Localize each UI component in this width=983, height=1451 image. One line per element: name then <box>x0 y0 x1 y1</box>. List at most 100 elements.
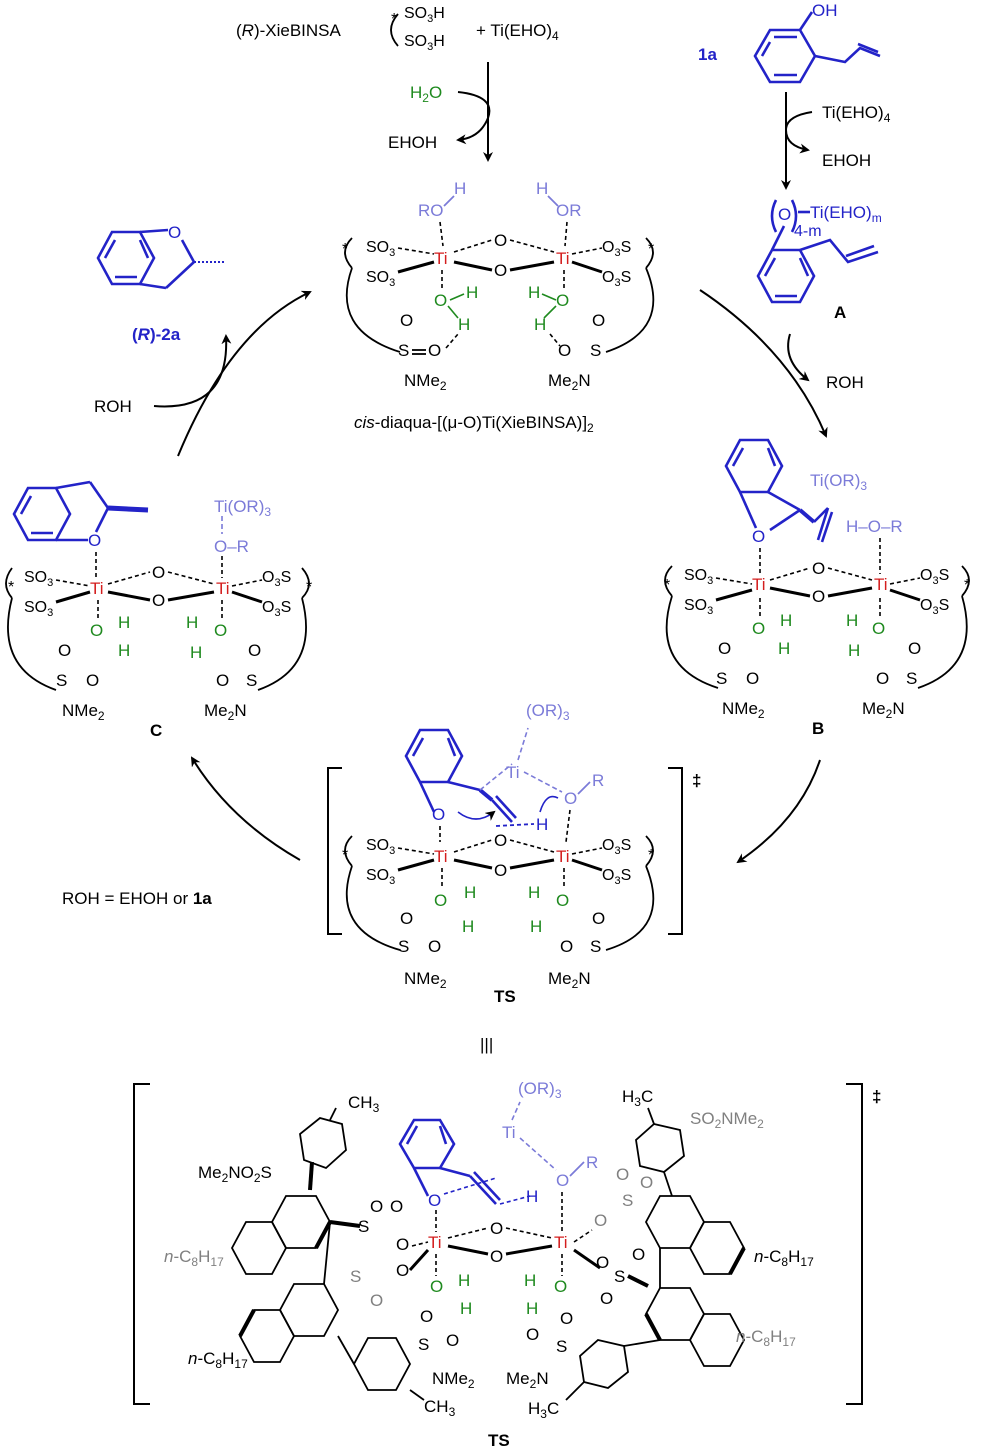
ti-b-left: Ti <box>752 575 766 594</box>
so3-c-2: SO3 <box>24 599 53 619</box>
aqua-o-c-left: O <box>90 621 103 640</box>
s-c-left: S <box>56 671 67 690</box>
ts-aqua-h-4: H <box>530 917 542 936</box>
mu-o-c-top: O <box>152 563 165 582</box>
ts-ti-right: Ti <box>556 847 570 866</box>
ti-c-left: Ti <box>90 579 104 598</box>
or-right: OR <box>556 201 582 220</box>
aqua-h-c-4: H <box>190 643 202 662</box>
o-b-left-right: O <box>746 669 759 688</box>
cycle-arrow-to-b <box>699 289 828 438</box>
s-c-right: S <box>246 671 257 690</box>
ts3d-r: R <box>586 1153 598 1172</box>
ts-h: H <box>536 815 548 834</box>
me2n-c: Me2N <box>204 701 247 723</box>
ts3d-or3: (OR)3 <box>518 1079 562 1101</box>
aqua-h-left-2: H <box>458 315 470 334</box>
me2n-right: Me2N <box>548 371 591 393</box>
paren-left <box>770 199 778 233</box>
ts-ti-left: Ti <box>434 847 448 866</box>
ts-or3: (OR)3 <box>526 701 570 723</box>
o-3d-left-1a: O <box>370 1197 383 1216</box>
ts3d-aqua-h-4: H <box>526 1299 538 1318</box>
o3s-c-2: O3S <box>262 599 291 619</box>
ts-o-r-r: R <box>592 771 604 790</box>
a-to-b-step: ROH <box>699 289 864 438</box>
label-r2a: (R)-2a <box>132 325 181 344</box>
ts3d-ti-label: Ti <box>502 1123 516 1142</box>
o-3d-right-2b: O <box>632 1245 645 1264</box>
ti-reagent-2: Ti(EHO)4 <box>822 103 891 125</box>
o-3d-left-1c: O <box>396 1235 409 1254</box>
label-c: C <box>150 721 162 740</box>
nme2-3d: NMe2 <box>432 1369 475 1391</box>
ch3-bottom-left: CH3 <box>424 1397 456 1419</box>
roh-definition: ROH = EHOH or 1a <box>62 889 212 908</box>
label-b: B <box>812 719 824 738</box>
ts3d-mu-o-top: O <box>490 1219 503 1238</box>
h3c-top-right: H3C <box>622 1087 653 1109</box>
so-o-left-top: O <box>400 311 413 330</box>
o-3d-right-1a: O <box>616 1165 629 1184</box>
aqua-o-left: O <box>434 291 447 310</box>
mu-o-b-top: O <box>812 559 825 578</box>
ring-o-b: O <box>752 527 765 546</box>
s-3d-left-3: S <box>418 1335 429 1354</box>
ts-o-left-right: O <box>428 937 441 956</box>
so3-b-1: SO3 <box>684 567 713 587</box>
s-b-left: S <box>716 669 727 688</box>
cycle-arrow-b-to-ts <box>736 759 821 864</box>
o-c-right-top: O <box>248 641 261 660</box>
aqua-h-c-1: H <box>118 613 130 632</box>
s-3d-right-3: S <box>556 1337 567 1356</box>
aqua-h-c-3: H <box>186 613 198 632</box>
so3-b-2: SO3 <box>684 597 713 617</box>
s-3d-right-2: S <box>614 1267 625 1286</box>
paren-right <box>790 199 798 233</box>
aqua-h-b-2: H <box>778 639 790 658</box>
mu-o-c-bottom: O <box>152 591 165 610</box>
ts3d-dagger: ‡ <box>872 1087 881 1106</box>
ts-nme2: NMe2 <box>404 969 447 991</box>
o-b-left-top: O <box>718 639 731 658</box>
ro-left: RO <box>418 201 444 220</box>
aqua-o-right: O <box>556 291 569 310</box>
ts-s-left: S <box>398 937 409 956</box>
ts3d-aqua-o-left: O <box>430 1277 443 1296</box>
catalyst-dimer: RO H H OR Ti Ti O O * SO3 SO3 O3S O3S * … <box>342 179 654 435</box>
ts3d-aqua-h-3: H <box>524 1271 536 1290</box>
ts-s-right: S <box>590 937 601 956</box>
aqua-h-b-1: H <box>780 611 792 630</box>
o-3d-left-2c: O <box>396 1261 409 1280</box>
hydrolysis-step: H2O EHOH <box>388 62 493 162</box>
aqua-o-b-left: O <box>752 619 765 638</box>
catalyst-precursor: (R)-XieBINSA * SO3H SO3H + Ti(EHO)4 <box>236 5 559 53</box>
svg-text:*: * <box>306 579 312 596</box>
ts-so3-2: SO3 <box>366 867 395 887</box>
h-left: H <box>454 179 466 198</box>
label-ts: TS <box>494 987 516 1006</box>
ts3d-aqua-o-right: O <box>554 1277 567 1296</box>
roh-label-top: ROH <box>826 373 864 392</box>
transition-state-3d: ‡ CH3 Me2NO2S n-C8H17 S O O O O S O n-C8… <box>133 1079 881 1450</box>
ti-c-right: Ti <box>216 579 230 598</box>
me2no2s-left: Me2NO2S <box>198 1163 272 1185</box>
xiebinsa-label: (R)-XieBINSA <box>236 21 342 40</box>
o3s-c-1: O3S <box>262 569 291 589</box>
cycle-arrow-to-catalyst <box>177 290 312 457</box>
ts3d-aqua-h-2: H <box>460 1299 472 1318</box>
o-3d-right-2a: O <box>600 1289 613 1308</box>
ts-aqua-o-right: O <box>556 891 569 910</box>
ts-bracket-right <box>668 767 683 935</box>
o-r-c: O–R <box>214 537 249 556</box>
ts3d-ti-left: Ti <box>428 1233 442 1252</box>
catalyst-caption: cis-diaqua-[(μ-O)Ti(XieBINSA)]2 <box>354 413 594 435</box>
allyl-chain <box>814 46 881 64</box>
svg-text:*: * <box>648 241 654 258</box>
ts3d-bracket-left <box>133 1083 150 1405</box>
n-octyl-right-top: n-C8H17 <box>754 1247 814 1269</box>
o3s-b-1: O3S <box>920 567 949 587</box>
ti-ehom-label: Ti(EHO)m <box>810 203 882 225</box>
s-3d-left-1: S <box>358 1217 369 1236</box>
water-label: H2O <box>410 83 442 105</box>
